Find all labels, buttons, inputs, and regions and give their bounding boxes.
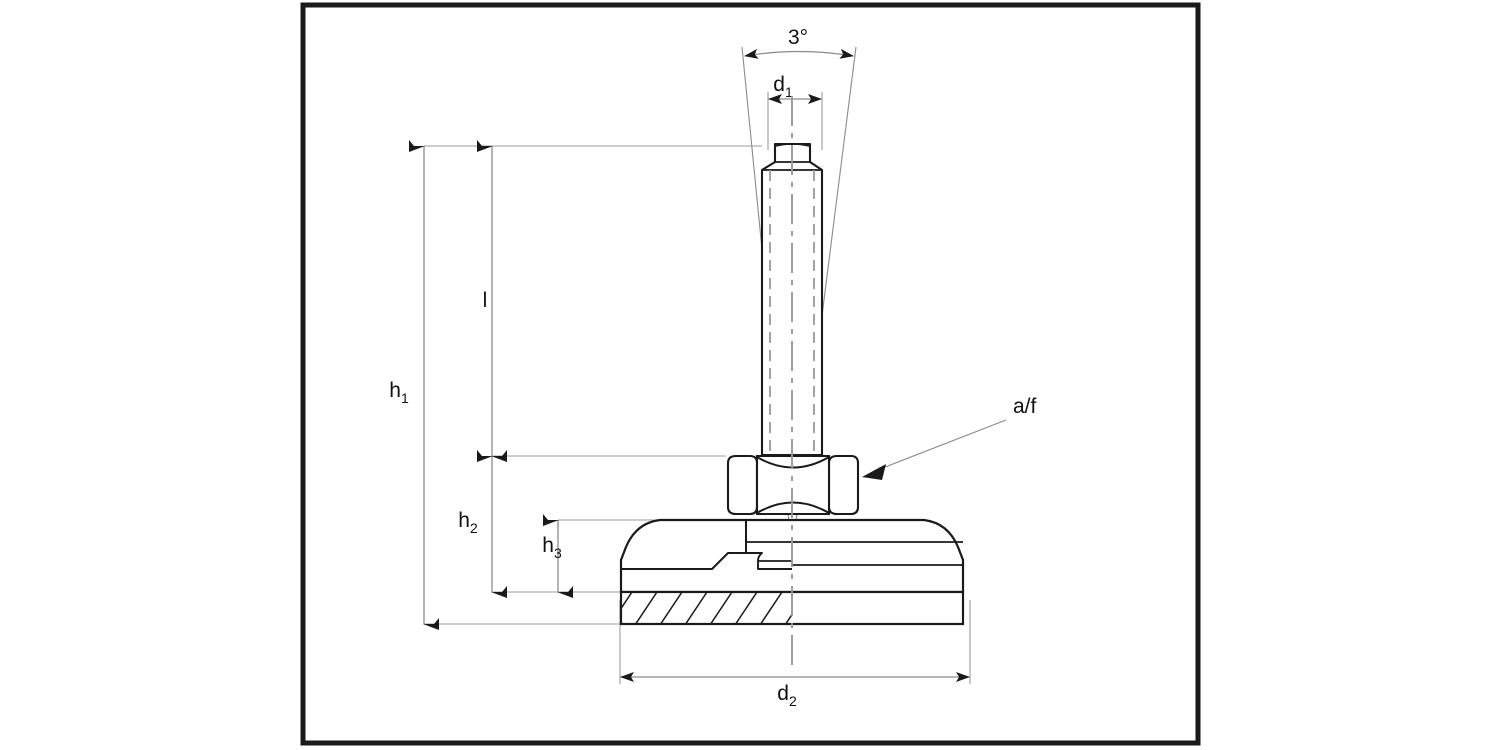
h1-dimension-label: h1 bbox=[389, 379, 409, 406]
angle-dimension-label: 3° bbox=[788, 26, 808, 49]
drawing-frame bbox=[300, 2, 1201, 746]
extension-lines bbox=[424, 92, 971, 684]
af-leader bbox=[862, 419, 1007, 480]
hex-nut bbox=[726, 454, 860, 516]
h2-dimension-label: h2 bbox=[458, 509, 478, 536]
d2-dimension-label: d2 bbox=[777, 682, 797, 709]
section-hatching bbox=[621, 593, 792, 624]
d1-dimension-label: d1 bbox=[773, 73, 793, 100]
h3-dimension-label: h3 bbox=[542, 534, 562, 561]
angle-dimension-3deg bbox=[744, 48, 854, 59]
thread-root-hidden-lines bbox=[769, 170, 815, 455]
af-dimension-label: a/f bbox=[1013, 395, 1037, 418]
l-dimension-label: l bbox=[483, 289, 488, 312]
